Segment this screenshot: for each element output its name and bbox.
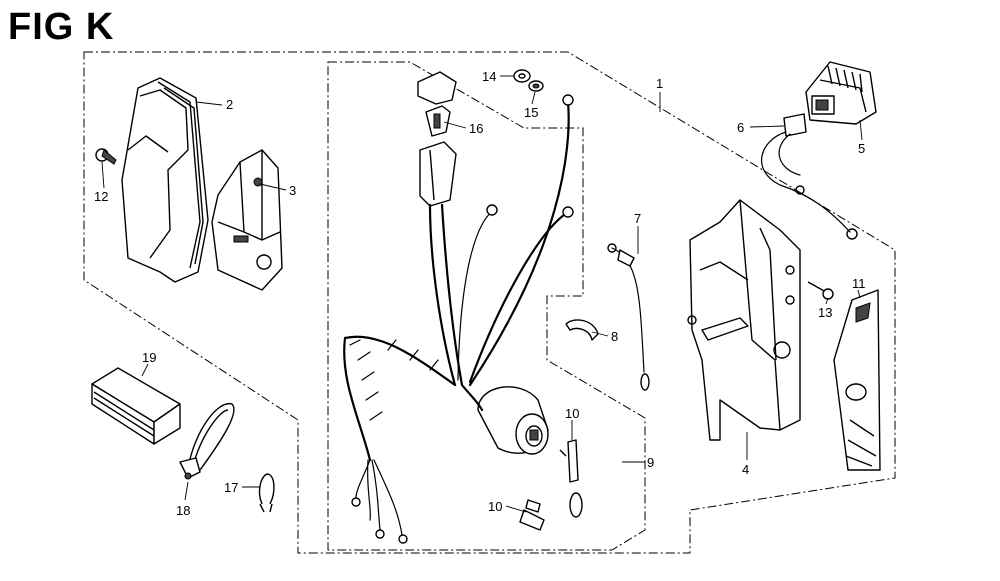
fuse-connector (419, 141, 457, 207)
callout-7: 7 (634, 211, 641, 226)
insulation-sheet (833, 289, 881, 471)
wire-clamp (565, 319, 599, 341)
callout-16: 16 (469, 121, 483, 136)
mounting-bracket (211, 149, 283, 291)
key-ring (569, 492, 583, 518)
wire-clip (258, 473, 275, 513)
cable-tie (179, 403, 235, 480)
wire-harness (343, 94, 574, 544)
fuse-holder-cap (417, 71, 457, 105)
foam-pad (91, 367, 181, 445)
washer-15 (528, 80, 544, 92)
screw-13 (807, 281, 834, 300)
callout-11: 11 (852, 276, 866, 291)
screw-12 (95, 148, 117, 165)
nut-14 (513, 69, 531, 83)
callout-17: 17 (224, 480, 238, 495)
ground-wire (607, 243, 650, 391)
fuse-16 (425, 105, 451, 137)
figure-title: FIG K (8, 6, 115, 48)
control-box-cover (121, 77, 209, 283)
leader-lines (101, 75, 863, 513)
control-panel-base (687, 199, 801, 441)
callout-10-upper: 10 (565, 406, 579, 421)
callout-15: 15 (524, 105, 538, 120)
regulator (805, 61, 877, 125)
callout-14: 14 (482, 69, 496, 84)
callout-13: 13 (818, 305, 832, 320)
callout-5: 5 (858, 141, 865, 156)
callout-12: 12 (94, 189, 108, 204)
callout-19: 19 (142, 350, 156, 365)
callout-1: 1 (656, 76, 663, 91)
callout-10-lower: 10 (488, 499, 502, 514)
callout-3: 3 (289, 183, 296, 198)
callout-4: 4 (742, 462, 749, 477)
ignition-switch (460, 383, 549, 455)
key-10-upper (559, 439, 579, 483)
callout-8: 8 (611, 329, 618, 344)
callout-6: 6 (737, 120, 744, 135)
callout-18: 18 (176, 503, 190, 518)
harness-assembly-boundary (327, 61, 646, 551)
outer-assembly-boundary (83, 51, 896, 554)
key-10-lower (519, 499, 545, 531)
callout-9: 9 (647, 455, 654, 470)
regulator-harness (761, 113, 858, 240)
callout-2: 2 (226, 97, 233, 112)
